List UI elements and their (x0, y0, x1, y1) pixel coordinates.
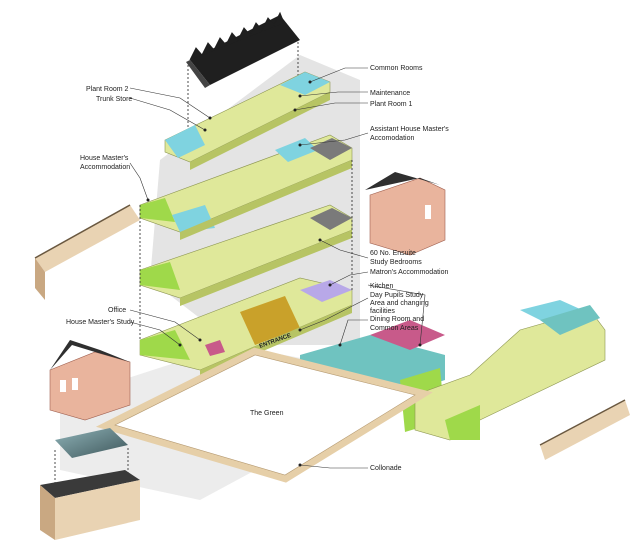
label-maintenance: Maintenance (370, 90, 410, 97)
label-day-pupils-line1: Day Pupils Study (370, 292, 424, 299)
canopy-panel (55, 428, 128, 458)
label-day-pupils-line2: Area and changing (370, 300, 429, 307)
collonade (95, 347, 433, 483)
label-house-master-study: House Master's Study (66, 319, 135, 326)
label-collonade: Collonade (370, 465, 402, 472)
floor-2 (139, 204, 353, 306)
left-fence (34, 204, 140, 300)
label-bedrooms-line2: Study Bedrooms (370, 259, 422, 266)
right-house (365, 172, 446, 256)
left-house (49, 340, 131, 421)
label-dining-line1: Dining Room and (370, 316, 424, 323)
right-fence (539, 399, 630, 460)
label-kitchen: Kitchen (370, 283, 393, 290)
label-plant-room-2: Plant Room 2 (86, 86, 129, 93)
label-dining-line2: Common Areas (370, 325, 419, 332)
leader-lines (129, 67, 426, 469)
canopy-base (40, 470, 140, 540)
roof-element (186, 11, 300, 88)
label-office: Office (108, 307, 126, 314)
label-day-pupils-line3: facilities (370, 308, 395, 315)
label-assistant-house-master-line2: Accomodation (370, 135, 414, 142)
label-house-master-line2: Accommodation (80, 164, 130, 171)
label-matron: Matron's Accommodation (370, 269, 448, 276)
label-common-rooms: Common Rooms (370, 65, 423, 72)
label-assistant-house-master-line1: Assistant House Master's (370, 126, 449, 133)
the-green-label: The Green (250, 410, 284, 417)
label-plant-room-1: Plant Room 1 (370, 101, 413, 108)
label-trunk-store: Trunk Store (96, 96, 132, 103)
label-house-master-line1: House Master's (80, 155, 129, 162)
label-bedrooms-line1: 60 No. Ensuite (370, 250, 416, 257)
